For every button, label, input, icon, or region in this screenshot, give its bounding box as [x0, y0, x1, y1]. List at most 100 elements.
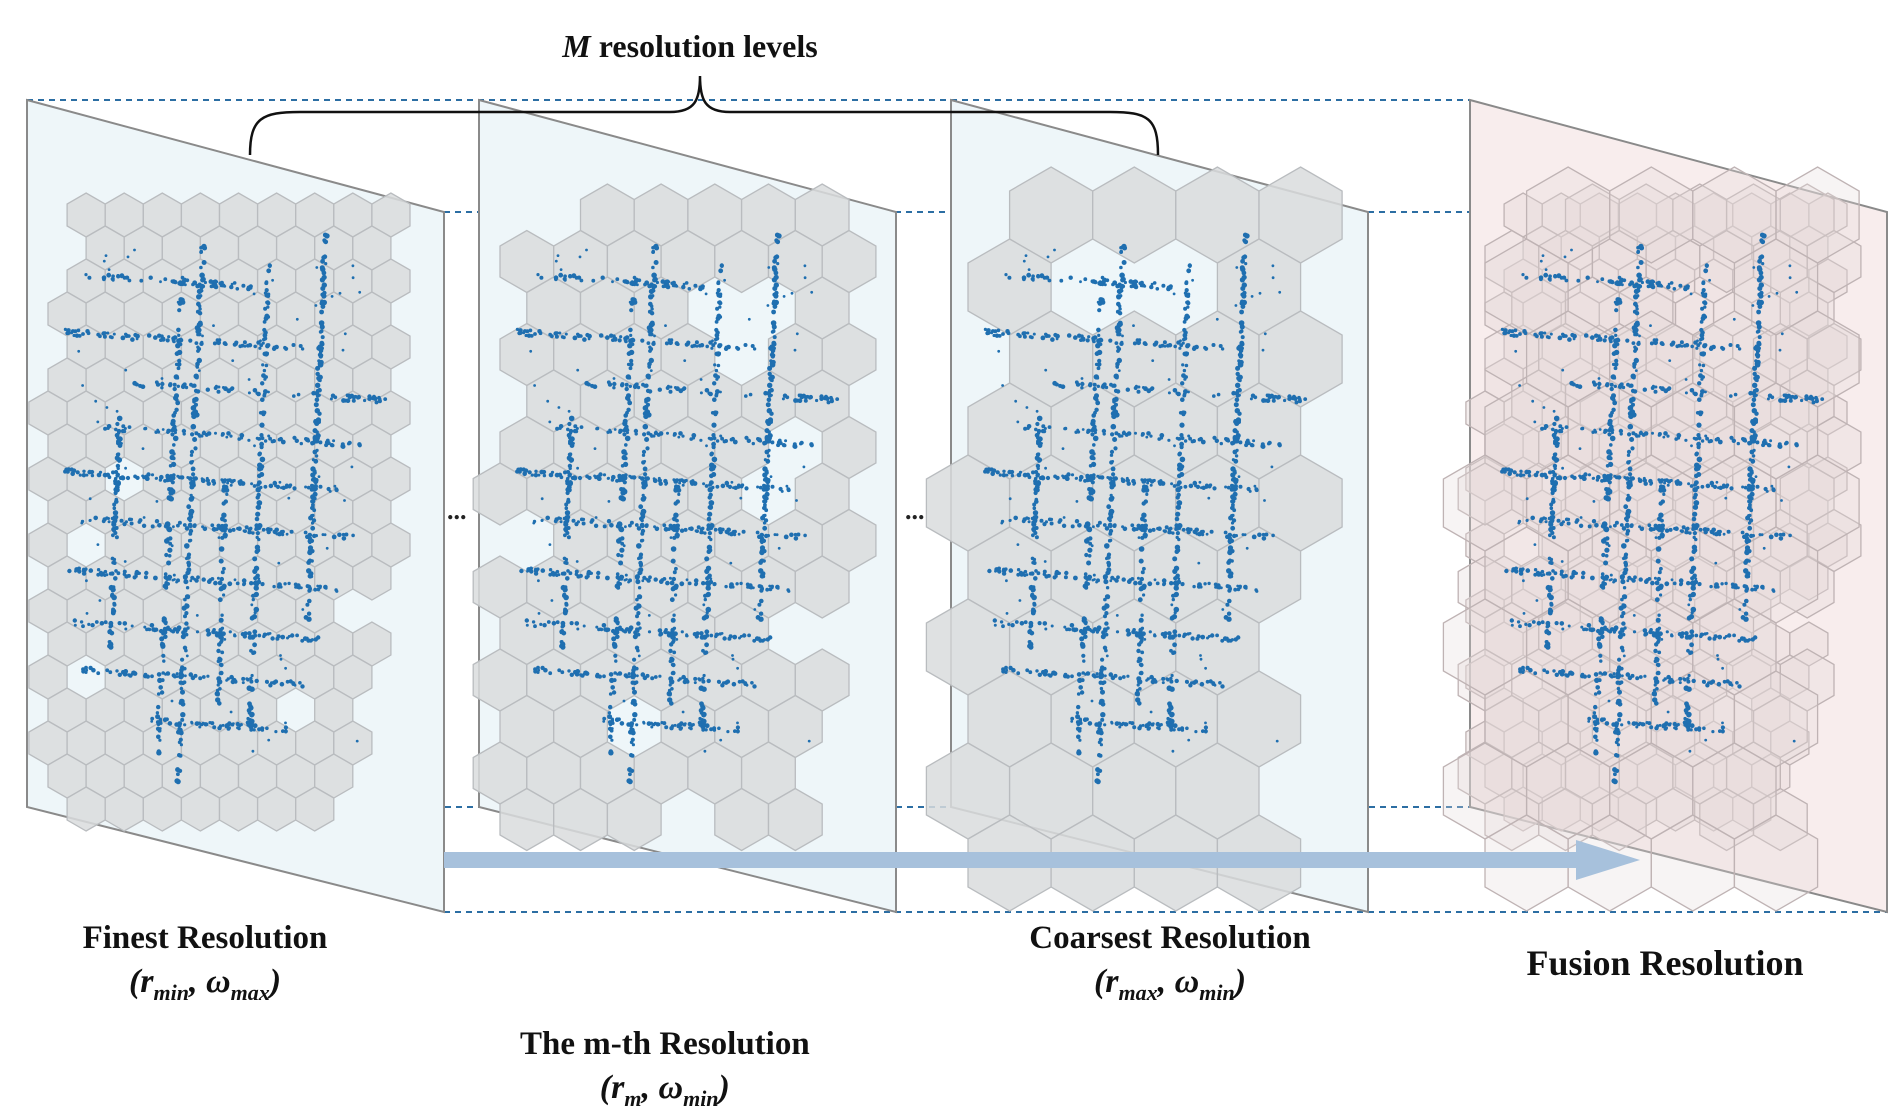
- gps-point: [219, 640, 223, 644]
- gps-point: [767, 398, 772, 403]
- gps-point: [1132, 527, 1137, 532]
- gps-point: [1139, 618, 1144, 623]
- gps-point: [143, 427, 146, 430]
- gps-point: [153, 576, 158, 581]
- gps-point: [706, 607, 712, 613]
- gps-point: [565, 510, 570, 515]
- gps-point: [1048, 425, 1052, 429]
- gps-point: [537, 474, 540, 477]
- gps-point: [1133, 341, 1137, 345]
- gps-point: [637, 526, 642, 531]
- gps-point: [651, 677, 654, 680]
- gps-point: [313, 471, 317, 475]
- gps-point: [532, 620, 535, 623]
- gps-point: [575, 430, 579, 434]
- gps-point: [266, 352, 269, 355]
- gps-point: [702, 727, 705, 730]
- gps-point: [1201, 730, 1204, 733]
- gps-point: [229, 285, 233, 289]
- gps-point: [1179, 423, 1184, 428]
- gps-point: [1100, 712, 1105, 717]
- gps-point: [326, 547, 329, 550]
- gps-point: [639, 571, 643, 575]
- gps-point: [548, 671, 552, 675]
- gps-point: [674, 567, 678, 571]
- gps-point: [1090, 629, 1093, 632]
- gps-point: [783, 444, 786, 447]
- gps-point: [1254, 588, 1257, 591]
- gps-point: [711, 486, 714, 489]
- gps-point: [1140, 478, 1143, 481]
- gps-point: [651, 266, 655, 270]
- gps-point: [1190, 636, 1194, 640]
- gps-point: [252, 598, 255, 601]
- gps-point: [643, 424, 649, 430]
- gps-point: [1240, 267, 1245, 272]
- gps-point: [1191, 279, 1194, 282]
- gps-point: [163, 277, 167, 281]
- gps-point: [1100, 658, 1104, 662]
- gps-point: [199, 294, 202, 297]
- gps-point: [1176, 483, 1180, 487]
- gps-point: [133, 333, 137, 337]
- gps-point: [159, 338, 163, 342]
- gps-point: [221, 284, 225, 288]
- gps-point: [778, 547, 781, 550]
- gps-point: [1242, 533, 1245, 536]
- gps-point: [241, 677, 245, 681]
- gps-point: [583, 625, 586, 628]
- gps-point: [1110, 450, 1114, 454]
- gps-point: [1035, 456, 1040, 461]
- gps-point: [241, 284, 245, 288]
- gps-point: [1106, 655, 1109, 658]
- gps-point: [699, 439, 702, 442]
- gps-point: [731, 654, 734, 657]
- gps-point: [1204, 667, 1207, 670]
- gps-point: [1272, 399, 1276, 403]
- gps-point: [644, 437, 649, 442]
- gps-point: [549, 568, 552, 571]
- gps-point: [90, 623, 94, 627]
- gps-point: [563, 470, 567, 474]
- gps-point: [1040, 475, 1045, 480]
- gps-point: [1097, 366, 1101, 370]
- gps-point: [1182, 394, 1186, 398]
- gps-point: [554, 277, 558, 281]
- gps-point: [768, 635, 772, 639]
- gps-point: [1149, 630, 1152, 633]
- gps-point: [547, 620, 551, 624]
- gps-point: [635, 382, 639, 386]
- gps-point: [98, 474, 101, 477]
- gps-point: [185, 603, 188, 606]
- gps-point: [1092, 525, 1095, 528]
- gps-point: [726, 679, 730, 683]
- gps-point: [531, 474, 534, 477]
- gps-point: [199, 266, 203, 270]
- gps-point: [1287, 394, 1291, 398]
- gps-point: [219, 546, 225, 552]
- gps-point: [212, 324, 215, 327]
- gps-point: [1200, 682, 1205, 687]
- gps-point: [189, 539, 192, 542]
- gps-point: [659, 431, 664, 436]
- gps-point: [274, 679, 278, 683]
- gps-point: [1259, 292, 1262, 295]
- gps-point: [686, 342, 690, 346]
- gps-point: [1100, 718, 1104, 722]
- gps-point: [206, 388, 210, 392]
- gps-point: [123, 430, 127, 434]
- gps-point: [1063, 516, 1066, 519]
- gps-point: [1044, 467, 1047, 470]
- gps-point: [562, 336, 566, 340]
- gps-point: [1189, 484, 1194, 489]
- gps-point: [800, 394, 803, 397]
- gps-point: [1042, 522, 1046, 526]
- gps-point: [709, 580, 714, 585]
- gps-point: [1146, 479, 1150, 483]
- gps-point: [997, 567, 1001, 571]
- gps-point: [654, 577, 658, 581]
- gps-point: [1094, 393, 1099, 398]
- gps-point: [113, 333, 116, 336]
- gps-point: [73, 334, 76, 337]
- gps-point: [267, 739, 270, 742]
